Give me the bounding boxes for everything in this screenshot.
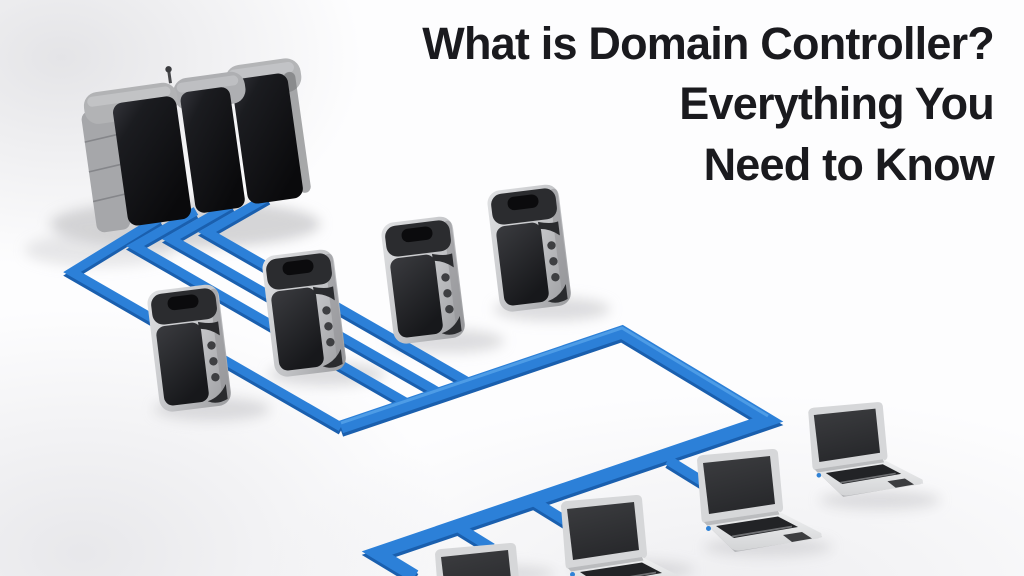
rack-server-icon [165, 66, 246, 213]
title-line-1: What is Domain Controller? [422, 18, 995, 69]
server-rack-cluster [81, 58, 311, 233]
laptop-icon [696, 448, 823, 553]
title-line-3: Need to Know [703, 138, 995, 190]
desktop-tower-icon [380, 215, 467, 346]
title-line-2: Everything You [679, 78, 995, 130]
laptop-icon [807, 401, 925, 498]
client-laptops [434, 401, 925, 576]
network-cables [72, 197, 768, 576]
desktop-tower-icon [486, 183, 573, 314]
page-title: What is Domain Controller? Everything Yo… [422, 14, 995, 195]
cable-highlight [340, 326, 769, 425]
desktop-tower-icon [261, 248, 348, 379]
rack-server-icon [81, 82, 192, 233]
desktop-tower-icon [146, 283, 233, 414]
